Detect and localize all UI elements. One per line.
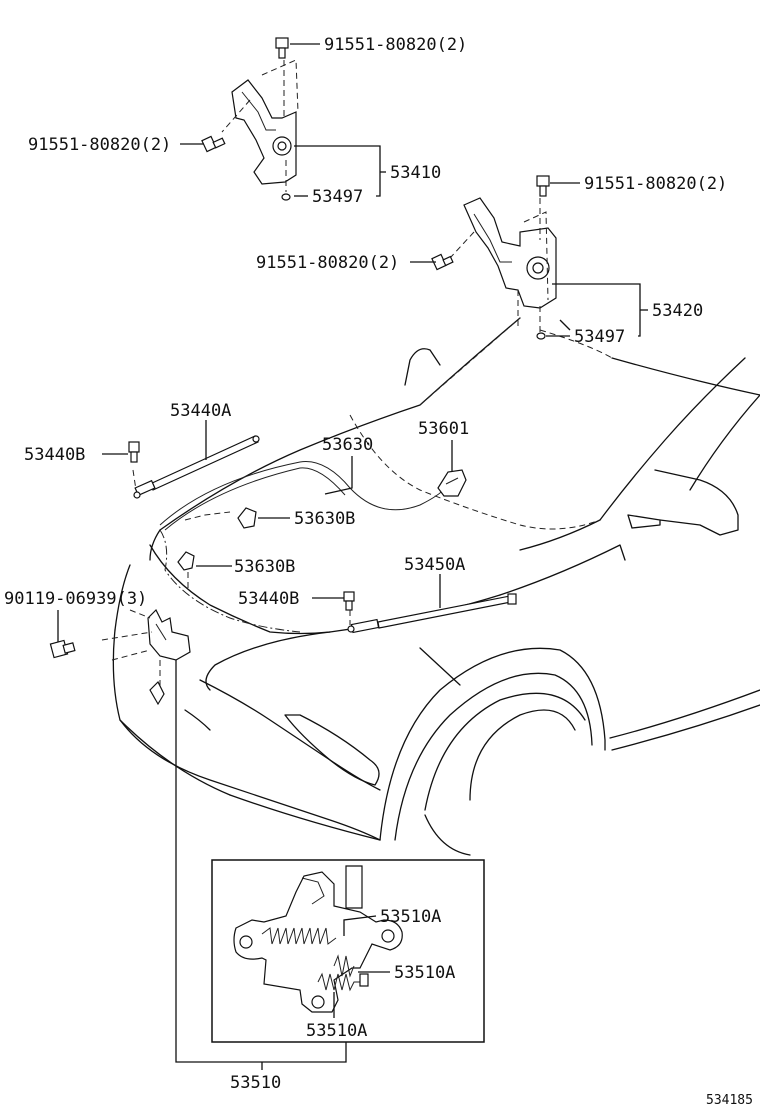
bolt-icon bbox=[201, 135, 226, 153]
callout-support-rod-a: 53440A bbox=[170, 401, 231, 421]
lock-bolt-icon bbox=[49, 639, 76, 659]
callout-left-hinge-collar: 53497 bbox=[312, 187, 363, 207]
leader-lines bbox=[57, 43, 648, 1070]
collar-icon bbox=[281, 193, 291, 201]
callout-left-hinge-assy: 53410 bbox=[390, 163, 441, 183]
car-body-outline bbox=[112, 317, 760, 856]
ball-stud-icon bbox=[128, 441, 140, 463]
right-hinge-53420 bbox=[449, 197, 557, 332]
ball-stud-icon bbox=[343, 591, 355, 625]
callout-hood-seal: 53630 bbox=[322, 435, 373, 455]
callout-lock-spring-3: 53510A bbox=[306, 1021, 367, 1041]
collar-icon bbox=[536, 332, 546, 340]
hood-bumper-53601 bbox=[437, 469, 467, 497]
hood-lock-installed bbox=[101, 608, 191, 706]
callout-support-rod-b-right: 53440B bbox=[238, 589, 299, 609]
callout-seal-clip-upper: 53630B bbox=[294, 509, 355, 529]
callout-lock-spring-2: 53510A bbox=[394, 963, 455, 983]
callout-support-rod-right: 53450A bbox=[404, 555, 465, 575]
callout-bolt-top-right-hinge: 91551-80820(2) bbox=[584, 174, 727, 194]
callout-lock-bolt: 90119-06939(3) bbox=[4, 589, 147, 609]
callout-bolt-top-left-hinge: 91551-80820(2) bbox=[324, 35, 467, 55]
callout-hood-bumper: 53601 bbox=[418, 419, 469, 439]
callout-support-rod-b-left: 53440B bbox=[24, 445, 85, 465]
callout-bolt-side-left-hinge: 91551-80820(2) bbox=[28, 135, 171, 155]
diagram-id: 534185 bbox=[706, 1093, 753, 1108]
callout-seal-clip-lower: 53630B bbox=[234, 557, 295, 577]
bolt-icon bbox=[275, 37, 289, 59]
seal-clip-upper bbox=[237, 507, 257, 529]
callout-lock-spring-1: 53510A bbox=[380, 907, 441, 927]
hood-support-rod-53450a bbox=[347, 593, 517, 634]
seal-clip-lower bbox=[177, 551, 195, 590]
left-hinge-53410 bbox=[221, 59, 299, 192]
bolt-icon bbox=[536, 175, 550, 197]
hood-lock-detail-box bbox=[211, 859, 485, 1043]
bolt-icon bbox=[431, 253, 454, 271]
hood-support-rod-53440a bbox=[132, 435, 260, 499]
callout-bolt-side-right-hinge: 91551-80820(2) bbox=[256, 253, 399, 273]
callout-right-hinge-assy: 53420 bbox=[652, 301, 703, 321]
callout-right-hinge-collar: 53497 bbox=[574, 327, 625, 347]
hood-seal-53630 bbox=[159, 461, 446, 531]
callout-hood-lock-assy: 53510 bbox=[230, 1073, 281, 1093]
